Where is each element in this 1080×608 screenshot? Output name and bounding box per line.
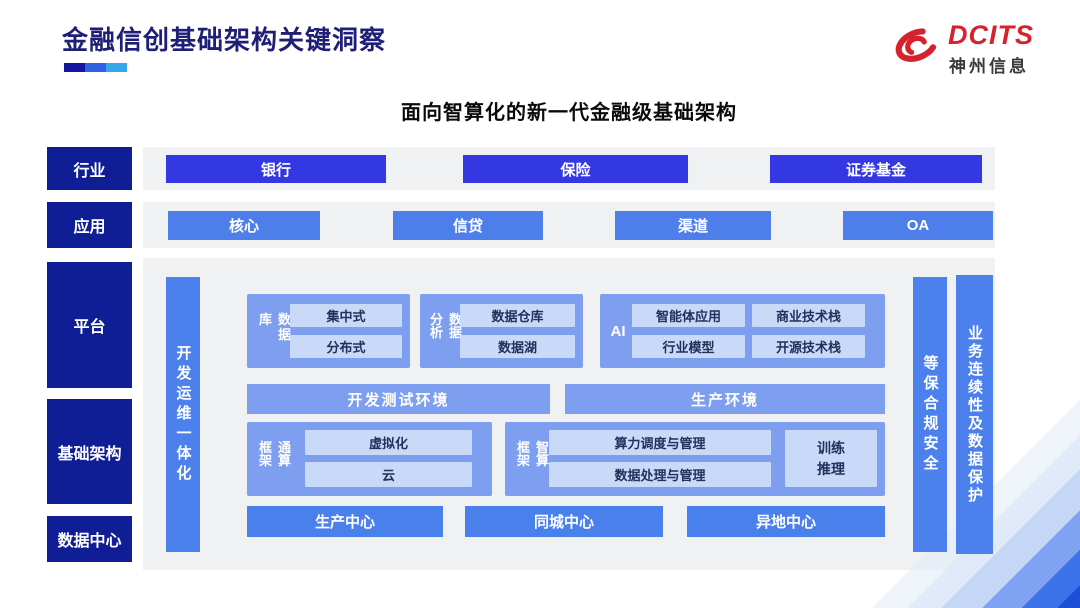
application-row-label: 应用 (47, 202, 132, 248)
accent-segment-light (106, 63, 127, 72)
intelligent-compute-train-infer-box: 训练推理 (785, 430, 877, 487)
side-label-datacenter: 数据中心 (47, 516, 132, 562)
accent-segment-mid (85, 63, 106, 72)
company-name: 神州信息 (949, 57, 1029, 76)
industry-item-bank: 银行 (166, 155, 386, 183)
env-devtest-bar: 开发测试环境 (247, 384, 550, 414)
security-compliance-bar: 等保合规安全 (913, 277, 947, 552)
diagram-subtitle: 面向智算化的新一代金融级基础架构 (401, 102, 737, 124)
intelligent-compute-item-dataproc: 数据处理与管理 (549, 462, 771, 487)
general-compute-group: 通算框架 虚拟化 云 (247, 422, 492, 496)
brand-name: DCITS (948, 20, 1034, 50)
database-item-distributed: 分布式 (290, 335, 402, 358)
devops-bar: 开发运维一体化 (166, 277, 200, 552)
continuity-protection-label: 业务连续性及数据保护 (966, 324, 983, 505)
analytics-group-label: 数据分析 (428, 312, 462, 339)
dcits-swirl-icon (889, 18, 945, 74)
continuity-protection-bar: 业务连续性及数据保护 (956, 275, 993, 554)
ai-item-agent-app: 智能体应用 (632, 304, 745, 327)
ai-group-label: AI (610, 322, 626, 340)
application-item-channel: 渠道 (615, 211, 771, 240)
analytics-item-lake: 数据湖 (460, 335, 575, 358)
general-compute-item-cloud: 云 (305, 462, 472, 487)
title-accent-bar (64, 63, 127, 72)
side-label-platform: 平台 (47, 262, 132, 388)
application-item-credit: 信贷 (393, 211, 543, 240)
application-item-oa: OA (843, 211, 993, 240)
center-samecity: 同城中心 (465, 506, 663, 537)
general-compute-item-virtualization: 虚拟化 (305, 430, 472, 455)
ai-item-opensource-stack: 开源技术栈 (752, 335, 865, 358)
industry-item-securities: 证券基金 (770, 155, 982, 183)
page-title: 金融信创基础架构关键洞察 (62, 25, 387, 55)
ai-group: AI 智能体应用 商业技术栈 行业模型 开源技术栈 (600, 294, 885, 368)
center-remote: 异地中心 (687, 506, 885, 537)
intelligent-compute-group: 智算框架 算力调度与管理 数据处理与管理 训练推理 (505, 422, 885, 496)
security-compliance-label: 等保合规安全 (921, 354, 939, 475)
env-production-bar: 生产环境 (565, 384, 885, 414)
side-label-infrastructure: 基础架构 (47, 399, 132, 504)
intelligent-compute-label: 智算框架 (515, 440, 549, 467)
industry-row-label: 行业 (47, 147, 132, 190)
ai-item-industry-model: 行业模型 (632, 335, 745, 358)
train-infer-label: 训练推理 (817, 440, 845, 477)
devops-bar-label: 开发运维一体化 (174, 344, 192, 485)
application-item-core: 核心 (168, 211, 320, 240)
analytics-group: 数据分析 数据仓库 数据湖 (420, 294, 583, 368)
accent-segment-dark (64, 63, 85, 72)
center-production: 生产中心 (247, 506, 443, 537)
analytics-item-warehouse: 数据仓库 (460, 304, 575, 327)
intelligent-compute-item-scheduling: 算力调度与管理 (549, 430, 771, 455)
general-compute-label: 通算框架 (257, 440, 291, 467)
database-group: 数据库 集中式 分布式 (247, 294, 410, 368)
ai-item-commercial-stack: 商业技术栈 (752, 304, 865, 327)
database-item-centralized: 集中式 (290, 304, 402, 327)
industry-item-insurance: 保险 (463, 155, 688, 183)
database-group-label: 数据库 (257, 312, 291, 343)
